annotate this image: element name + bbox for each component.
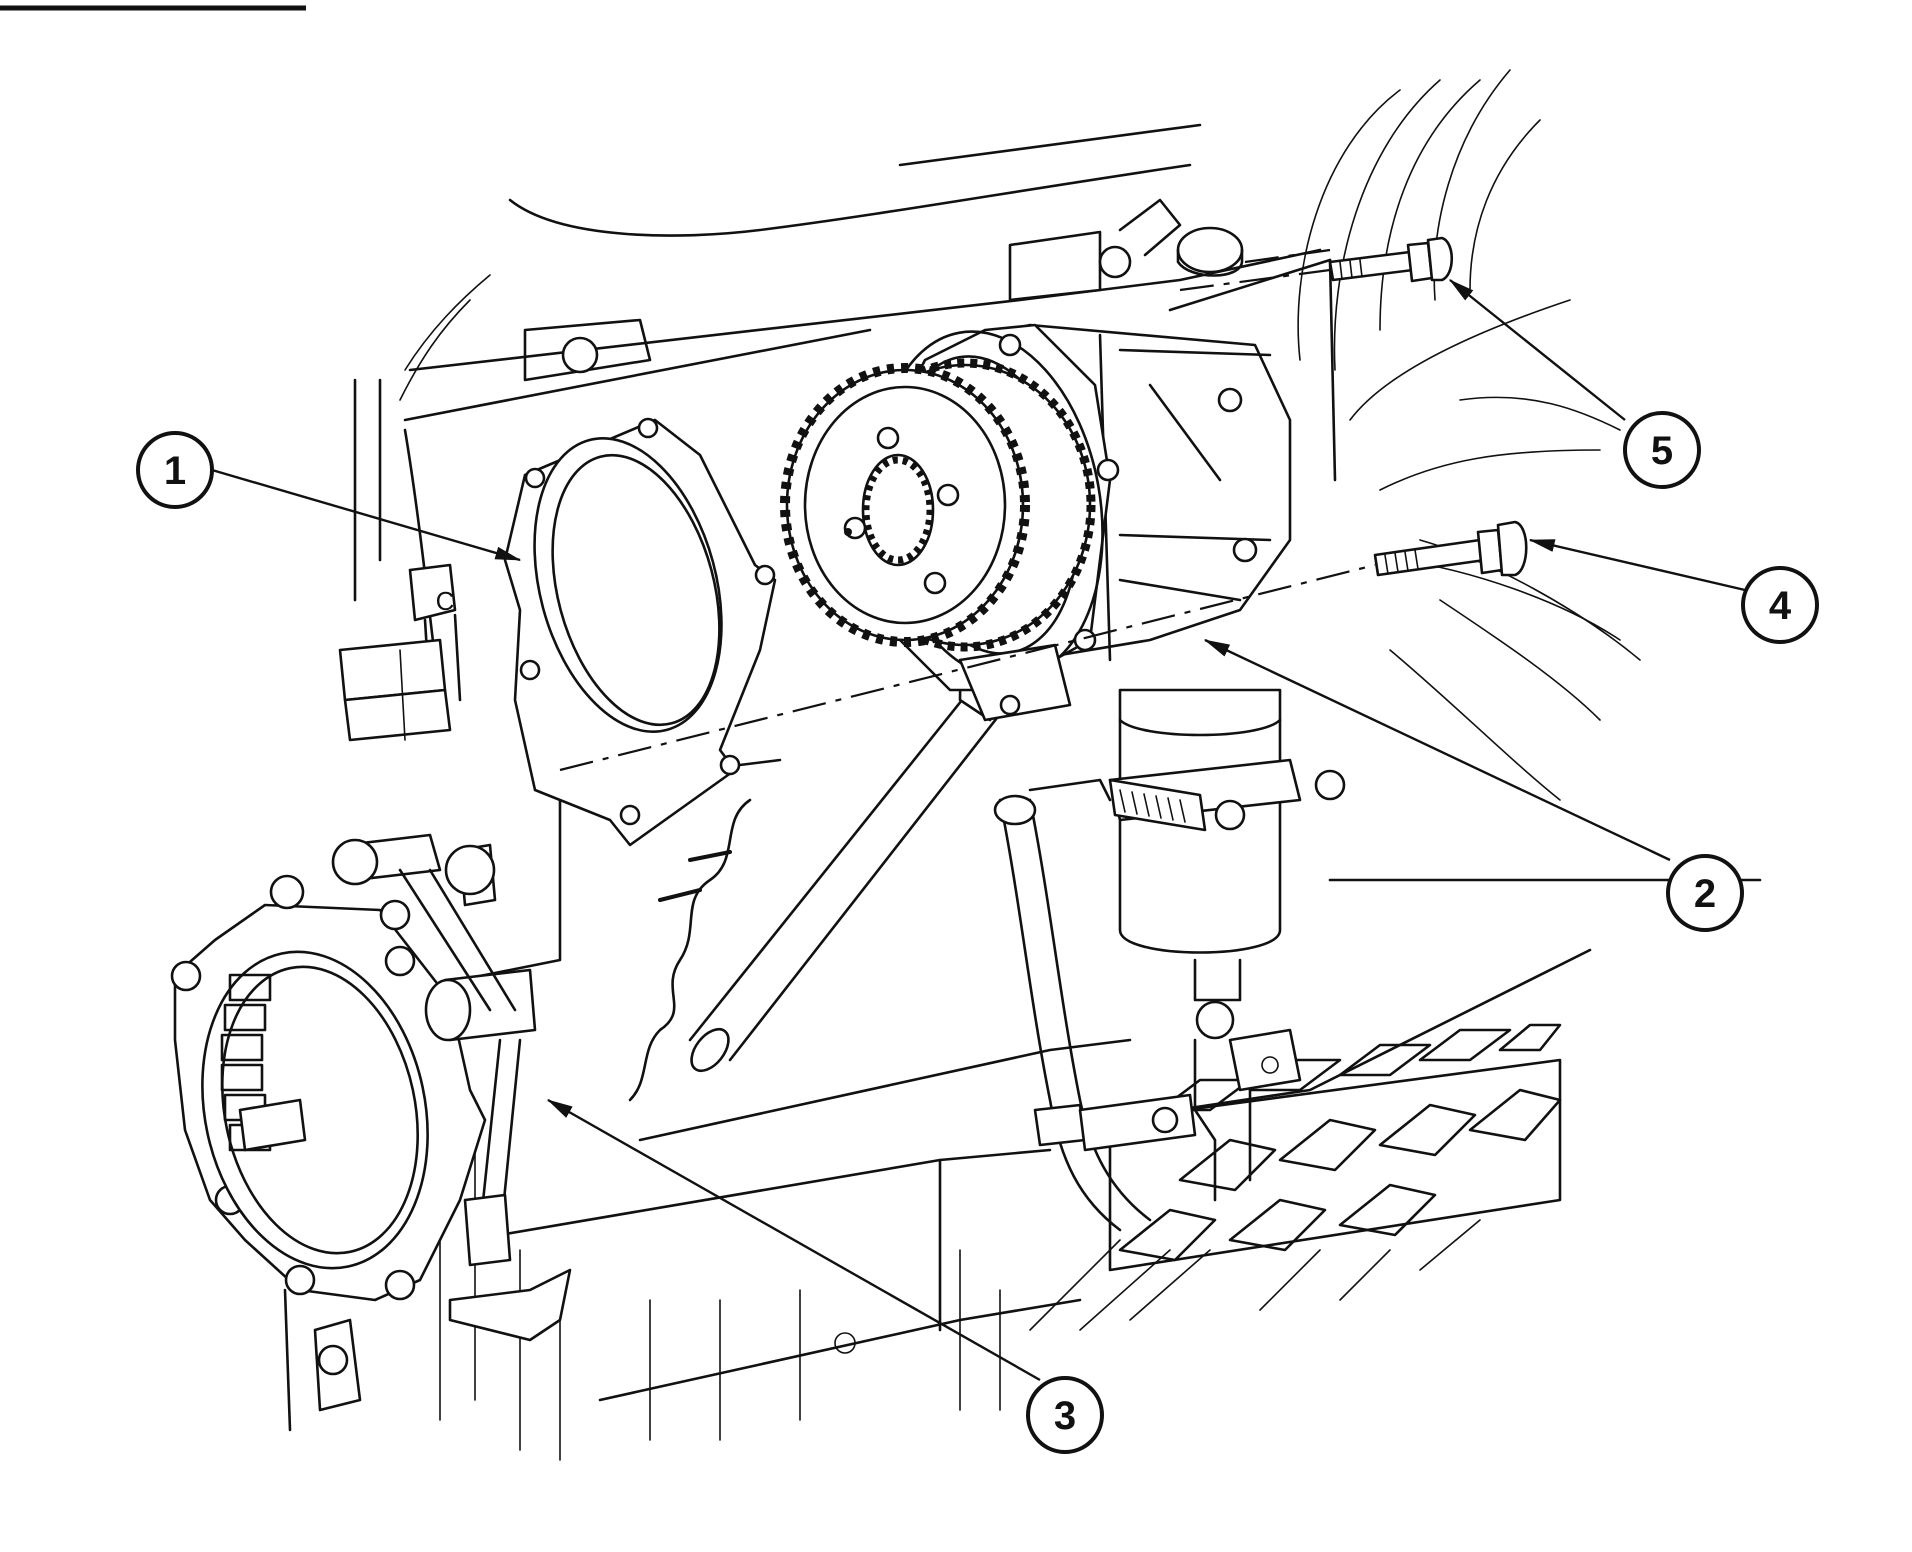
callouts: 1 2 3 4 5 [136,279,1819,1454]
timing-cover-part [170,833,572,1432]
capscrew-short [1328,236,1454,283]
callout-5: 5 [1623,411,1701,489]
leader-4 [1528,538,1746,592]
fender [1297,69,1641,801]
leader-1 [211,468,522,562]
air-compressor-housing [780,323,1292,722]
capscrew-long [1373,520,1528,577]
callout-1: 1 [136,431,214,509]
leader-2 [1203,638,1671,862]
alignment-line-lower [559,563,1376,772]
callout-5-label: 5 [1651,429,1673,473]
callout-4: 4 [1741,566,1819,644]
tire [1029,878,1762,1331]
alignment-line-upper [1179,268,1331,292]
bracket-tag-letter: C [436,586,455,616]
gasket [503,417,777,847]
callout-2-label: 2 [1694,872,1716,916]
callout-3: 3 [1026,1376,1104,1454]
callout-3-label: 3 [1054,1394,1076,1438]
leader-3 [546,1098,1041,1382]
callout-1-label: 1 [164,449,186,493]
engine-block: C [338,123,1592,1461]
leader-5 [1448,279,1626,421]
callout-4-label: 4 [1769,584,1792,628]
fuel-filter [993,688,1346,1232]
callout-2: 2 [1666,854,1744,932]
